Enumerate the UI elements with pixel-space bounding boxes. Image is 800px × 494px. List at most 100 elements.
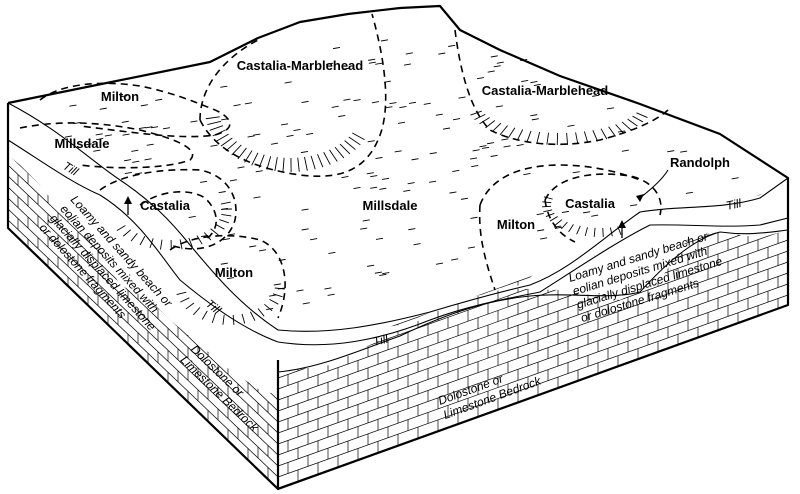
slope-hatch-milton-southwest <box>250 311 256 321</box>
field-texture-stroke <box>326 62 334 65</box>
field-texture-stroke <box>403 63 412 66</box>
slope-hatch-castalia-east <box>545 212 555 217</box>
front-till-boundary <box>277 217 789 346</box>
randolph-leader-arrowhead <box>636 194 644 202</box>
slope-hatch-castalia-marblehead-north <box>216 133 229 142</box>
slope-hatch-castalia-marblehead-north <box>352 132 365 141</box>
field-texture-stroke <box>471 165 479 168</box>
brick-course-line <box>278 228 788 412</box>
label-till-front: Till <box>371 332 389 349</box>
slope-hatch-castalia-marblehead-north <box>266 156 272 170</box>
slope-hatch-milton-southwest <box>264 303 273 312</box>
field-texture-stroke <box>385 106 393 109</box>
field-texture-stroke <box>533 83 541 86</box>
slope-hatch-castalia-east <box>561 221 568 230</box>
field-texture-stroke <box>367 264 375 267</box>
field-texture-stroke <box>630 204 638 207</box>
field-texture-stroke <box>442 127 451 130</box>
field-texture-stroke <box>362 219 370 222</box>
slope-hatch-castalia-east <box>542 201 552 204</box>
brick-course-line <box>278 261 788 445</box>
label-milton-southwest: Milton <box>215 265 253 280</box>
brick-course-line <box>8 186 278 445</box>
field-texture-stroke <box>583 211 591 214</box>
slope-hatch-castalia-marblehead-north <box>244 150 253 163</box>
boundary-castalia-marblehead-ne <box>454 29 669 146</box>
slope-hatch-castalia-west <box>221 214 232 217</box>
field-texture-stroke <box>487 70 495 73</box>
slope-hatch-castalia-marblehead-east <box>636 112 648 118</box>
field-texture-stroke <box>120 95 128 98</box>
brick-course-line <box>278 294 788 478</box>
slope-hatch-castalia-east <box>543 196 553 200</box>
field-texture-stroke <box>64 135 72 138</box>
slope-hatch-castalia-west <box>219 219 229 224</box>
field-texture-stroke <box>95 133 103 136</box>
field-texture-stroke <box>123 159 132 162</box>
field-texture-stroke <box>493 65 501 68</box>
field-texture-stroke <box>680 150 688 153</box>
field-texture-stroke <box>353 186 361 190</box>
left-till-boundary <box>7 139 279 343</box>
slope-hatch-castalia-marblehead-east <box>600 128 608 140</box>
field-texture-stroke <box>229 179 237 182</box>
slope-hatch-castalia-west <box>139 236 146 246</box>
slope-hatch-castalia-marblehead-east <box>566 132 569 145</box>
slope-hatch-castalia-marblehead-east <box>592 130 599 142</box>
slope-hatch-castalia-marblehead-north <box>297 157 300 172</box>
field-texture-stroke <box>221 118 229 121</box>
field-texture-stroke <box>134 172 143 175</box>
field-texture-stroke <box>84 143 92 146</box>
field-texture-stroke <box>375 156 383 160</box>
field-texture-stroke <box>382 272 390 275</box>
field-texture-stroke <box>278 258 286 262</box>
field-texture-stroke <box>124 171 132 175</box>
field-texture-stroke <box>93 149 101 152</box>
slope-hatch-castalia-west <box>203 232 212 241</box>
field-texture-stroke <box>487 142 495 145</box>
slope-hatch-castalia-east <box>549 216 558 222</box>
field-texture-stroke <box>96 137 104 141</box>
field-texture-stroke <box>324 287 332 290</box>
field-texture-stroke <box>368 61 376 64</box>
field-texture-stroke <box>381 177 390 180</box>
field-texture-stroke <box>301 100 309 104</box>
field-texture-stroke <box>222 238 231 241</box>
field-texture-stroke <box>370 186 378 189</box>
field-texture-stroke <box>495 105 503 108</box>
label-castalia-east: Castalia <box>565 196 616 211</box>
field-texture-stroke <box>375 237 384 240</box>
field-texture-stroke <box>423 102 431 105</box>
slope-hatch-castalia-east <box>584 227 588 237</box>
field-texture-stroke <box>338 114 346 118</box>
slope-hatch-castalia-marblehead-east <box>583 131 589 144</box>
field-texture-stroke <box>469 157 478 160</box>
field-texture-stroke <box>482 146 490 149</box>
field-texture-stroke <box>301 228 309 231</box>
field-texture-stroke <box>218 191 226 194</box>
field-texture-stroke <box>606 107 614 110</box>
field-texture-stroke <box>429 180 437 183</box>
field-texture-stroke <box>269 294 277 297</box>
front-top-edge <box>277 177 789 332</box>
field-texture-stroke <box>233 104 241 107</box>
field-texture-stroke <box>122 133 130 136</box>
field-texture-stroke <box>155 98 163 101</box>
slope-hatch-castalia-west <box>196 235 203 245</box>
slope-hatch-castalia-west <box>210 228 219 236</box>
left-top-edge <box>7 102 279 331</box>
field-texture-stroke <box>379 273 387 276</box>
slope-hatch-castalia-west <box>130 233 138 242</box>
field-texture-stroke <box>259 249 267 252</box>
field-texture-stroke <box>69 104 77 107</box>
field-texture-stroke <box>220 262 228 265</box>
slope-hatch-castalia-marblehead-north <box>329 149 338 162</box>
label-randolph: Randolph <box>670 155 730 170</box>
slope-hatch-castalia-marblehead-north <box>339 143 351 155</box>
field-texture-stroke <box>244 102 252 105</box>
field-texture-stroke <box>73 122 81 125</box>
slope-hatch-castalia-marblehead-north <box>205 116 220 120</box>
field-texture-stroke <box>407 182 415 185</box>
field-texture-stroke <box>448 44 456 47</box>
